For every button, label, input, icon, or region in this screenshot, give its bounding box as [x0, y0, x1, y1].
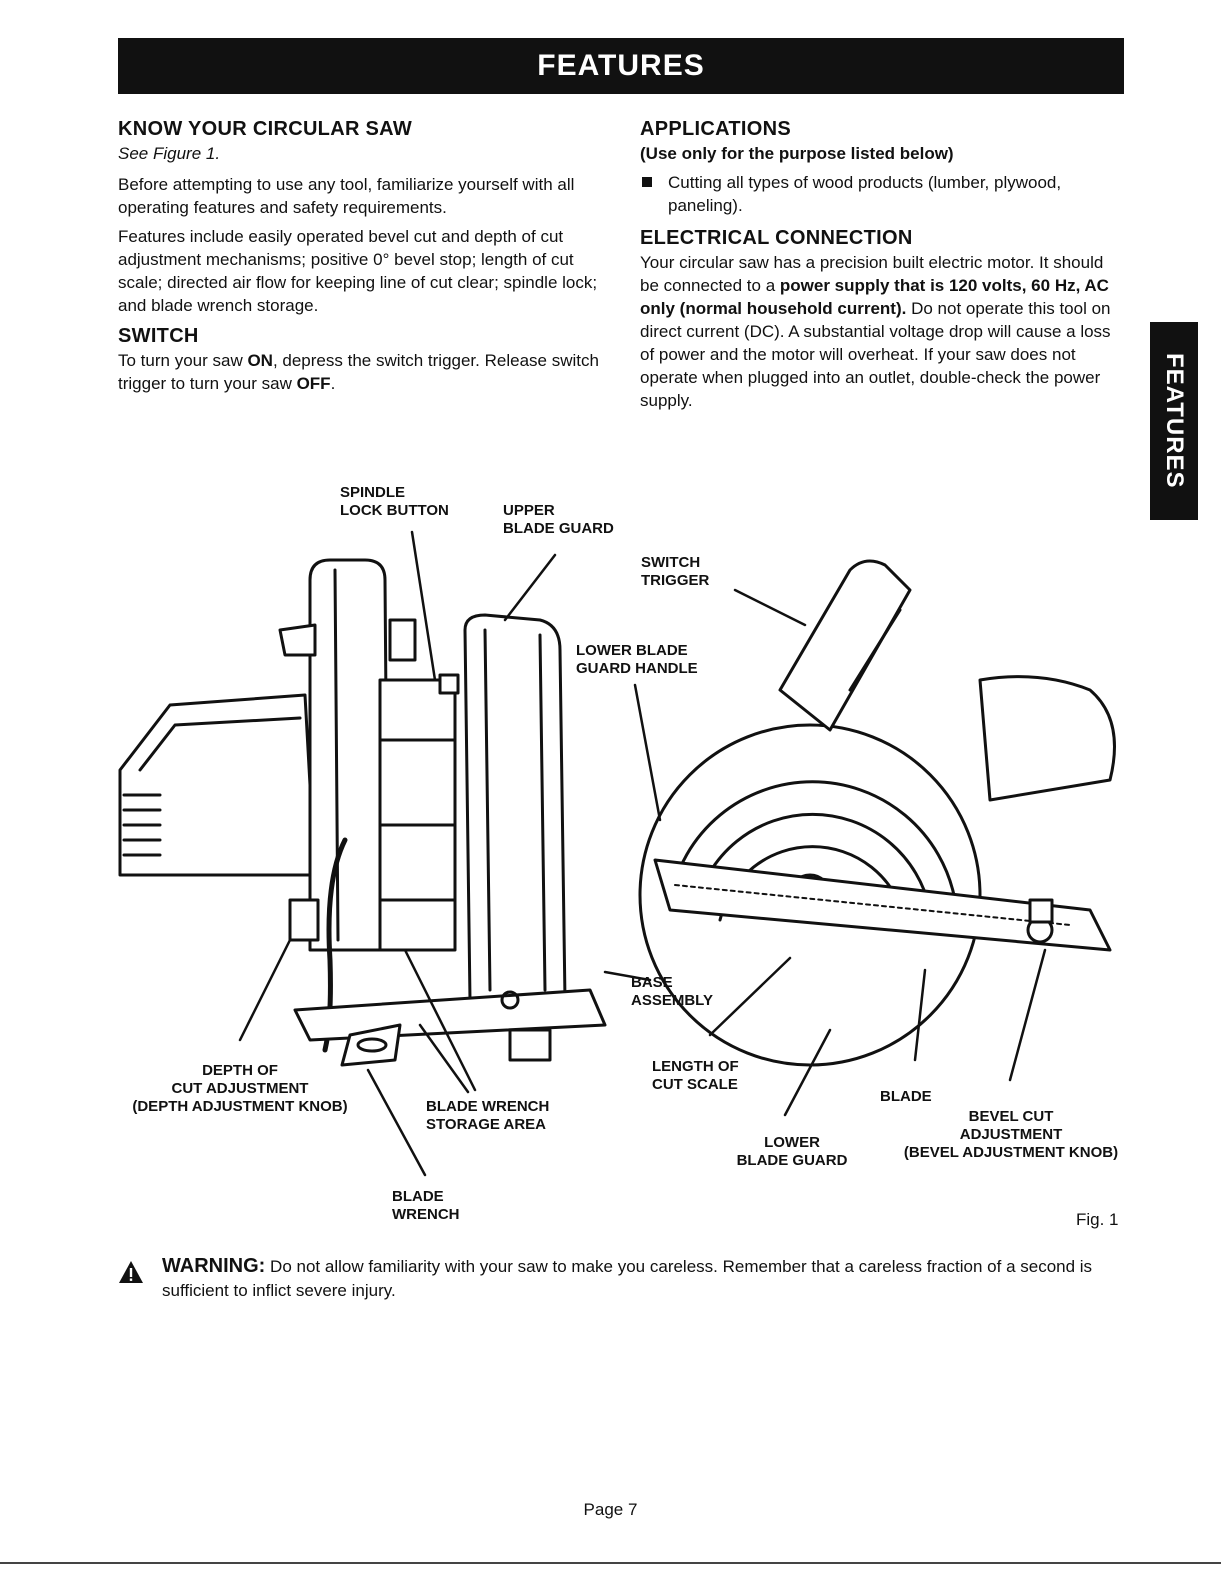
electrical-heading: ELECTRICAL CONNECTION: [640, 227, 913, 249]
electrical-paragraph: Your circular saw has a precision built …: [640, 253, 1111, 410]
know-paragraph-2: Features include easily operated bevel c…: [118, 227, 598, 315]
callout-base-assembly: BASE ASSEMBLY: [631, 974, 713, 1009]
know-saw-heading: KNOW YOUR CIRCULAR SAW: [118, 118, 413, 140]
callout-length-of-cut-scale: LENGTH OF CUT SCALE: [652, 1058, 739, 1093]
right-column: APPLICATIONS (Use only for the purpose l…: [640, 116, 1125, 418]
callout-upper-blade-guard: UPPER BLADE GUARD: [503, 502, 614, 537]
circular-saw-illustration: [118, 530, 1116, 1177]
callout-blade-wrench-storage: BLADE WRENCH STORAGE AREA: [426, 1098, 550, 1133]
warning-label: WARNING:: [162, 1255, 266, 1277]
know-paragraph-1: Before attempting to use any tool, famil…: [118, 175, 575, 217]
applications-heading: APPLICATIONS: [640, 118, 792, 140]
callout-lower-blade-guard-handle: LOWER BLADE GUARD HANDLE: [576, 642, 698, 677]
side-section-tab: FEATURES: [1150, 322, 1198, 520]
callout-spindle-lock-button: SPINDLE LOCK BUTTON: [340, 484, 449, 519]
warning-block: WARNING: Do not allow familiarity with y…: [118, 1254, 1128, 1303]
section-title: FEATURES: [537, 49, 705, 82]
callout-switch-trigger: SWITCH TRIGGER: [641, 554, 710, 589]
bottom-divider: [0, 1562, 1221, 1564]
side-tab-label: FEATURES: [1161, 353, 1188, 489]
callout-depth-of-cut-adjustment: DEPTH OF CUT ADJUSTMENT (DEPTH ADJUSTMEN…: [132, 1062, 348, 1115]
applications-subheading: (Use only for the purpose listed below): [640, 144, 954, 163]
motor-vent-slots: [122, 793, 162, 857]
switch-paragraph: To turn your saw ON, depress the switch …: [118, 351, 599, 393]
callout-blade: BLADE: [880, 1088, 932, 1105]
section-header-bar: FEATURES: [118, 38, 1124, 94]
callout-leader-lines: [238, 530, 1047, 1177]
switch-heading: SWITCH: [118, 325, 199, 347]
warning-triangle-icon: [119, 1261, 143, 1283]
circular-saw-figure: SPINDLE LOCK BUTTON UPPER BLADE GUARD SW…: [110, 480, 1140, 1240]
callout-bevel-cut-adjustment: BEVEL CUT ADJUSTMENT (BEVEL ADJUSTMENT K…: [903, 1108, 1119, 1161]
page-number: Page 7: [583, 1500, 638, 1519]
left-column: KNOW YOUR CIRCULAR SAW See Figure 1. Bef…: [118, 116, 608, 401]
callout-blade-wrench: BLADE WRENCH: [392, 1188, 460, 1223]
warning-text: Do not allow familiarity with your saw t…: [162, 1257, 1093, 1300]
front-view-saw: [638, 559, 1116, 1067]
callout-lower-blade-guard: LOWER BLADE GUARD: [736, 1134, 848, 1169]
side-view-saw: [118, 558, 607, 1067]
figure-caption: Fig. 1: [1076, 1210, 1119, 1229]
figure-reference: See Figure 1.: [118, 144, 221, 163]
applications-list-item: Cutting all types of wood products (lumb…: [640, 171, 1125, 217]
square-bullet-icon: [642, 177, 652, 187]
